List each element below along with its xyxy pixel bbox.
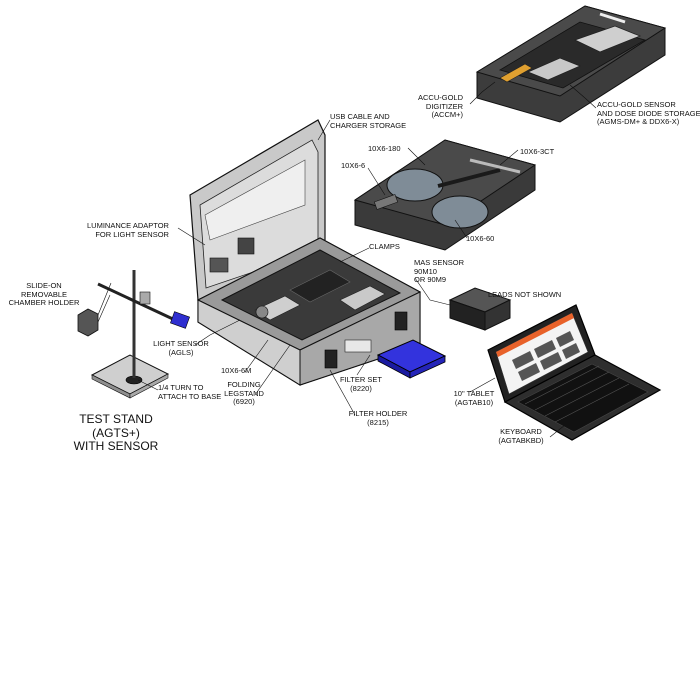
accu-gold-digitizer-label: ACCU-GOLD DIGITIZER (ACCM+) [418, 93, 464, 120]
test-stand-line-1: TEST STAND [79, 412, 153, 426]
chamber-10x6-60-label: 10X6-60 [466, 234, 495, 244]
test-stand [77, 270, 190, 399]
luminance-adaptor-line-2: FOR LIGHT SENSOR [95, 229, 169, 239]
tablet-and-keyboard [487, 304, 662, 441]
sensor-storage-line-3: (AGMS-DM+ & DDX6-X) [597, 117, 680, 126]
test-stand-line-2: (AGTS+) [92, 425, 140, 440]
quarter-turn-line-2: ATTACH TO BASE [158, 391, 222, 401]
test-stand-line-3: WITH SENSOR [73, 439, 159, 453]
leader-lines [97, 81, 597, 438]
sensor-storage-tray [475, 5, 667, 123]
slide-on-holder-line-1: SLIDE-ON [26, 281, 62, 290]
chamber-10x6-6-text: 10X6-6 [341, 161, 366, 170]
usb-storage-line-1: USB CABLE AND [330, 112, 390, 121]
test-stand-title: TEST STAND (AGTS+) WITH SENSOR [66, 412, 166, 454]
sensor-storage-label: ACCU-GOLD SENSOR AND DOSE DIODE STORAGE … [597, 100, 700, 127]
clamps-label: CLAMPS [369, 242, 400, 252]
clamps-text: CLAMPS [369, 242, 400, 251]
tablet-label: 10" TABLET (AGTAB10) [446, 389, 502, 407]
folding-legstand-line-3: (6920) [233, 397, 255, 406]
slide-on-holder-line-3: CHAMBER HOLDER [8, 298, 80, 307]
sensor-storage-line-1: ACCU-GOLD SENSOR [597, 100, 676, 109]
leads-note-text: LEADS NOT SHOWN [488, 290, 562, 299]
usb-storage-line-2: CHARGER STORAGE [330, 120, 407, 130]
quarter-turn-line-1: 1/4 TURN TO [158, 383, 204, 392]
carrying-case [189, 119, 422, 386]
filter-set-label: FILTER SET (8220) [336, 375, 386, 393]
mas-sensor-box [448, 287, 512, 331]
luminance-adaptor-label: LUMINANCE ADAPTOR FOR LIGHT SENSOR [87, 221, 169, 239]
mas-sensor-line-3: OR 90M9 [414, 275, 447, 284]
light-sensor-line-2: (AGLS) [168, 347, 194, 357]
folding-legstand-line-1: FOLDING [227, 380, 261, 389]
tablet-line-2: (AGTAB10) [454, 397, 494, 407]
folding-legstand-line-2: LEGSTAND [224, 388, 264, 398]
keyboard-label: KEYBOARD (AGTABKBD) [488, 427, 554, 445]
mas-sensor-line-1: MAS SENSOR [414, 258, 465, 267]
slide-on-holder-line-2: REMOVABLE [20, 289, 68, 299]
light-sensor-label: LIGHT SENSOR (AGLS) [150, 339, 212, 357]
quarter-turn-label: 1/4 TURN TO ATTACH TO BASE [158, 383, 222, 401]
filter-holder-line-1: FILTER HOLDER [348, 409, 408, 418]
accu-gold-digitizer-line-2: DIGITIZER [425, 101, 464, 111]
keyboard-line-2: (AGTABKBD) [498, 435, 544, 445]
filter-holder-line-2: (8215) [367, 417, 389, 427]
chamber-10x6-180-label: 10X6-180 [368, 144, 401, 154]
leads-note-label: LEADS NOT SHOWN [488, 290, 562, 300]
tablet-line-1: 10" TABLET [453, 389, 495, 398]
chamber-10x6-180-text: 10X6-180 [368, 144, 401, 153]
luminance-adaptor-line-1: LUMINANCE ADAPTOR [87, 221, 169, 230]
chamber-storage-tray [353, 139, 537, 251]
chamber-10x6-6m-text: 10X6-6M [221, 366, 252, 375]
filter-set-line-1: FILTER SET [340, 375, 382, 384]
accu-gold-digitizer-line-3: (ACCM+) [431, 110, 464, 119]
folding-legstand-label: FOLDING LEGSTAND (6920) [222, 380, 266, 407]
usb-storage-label: USB CABLE AND CHARGER STORAGE [330, 112, 407, 130]
chamber-10x6-6-label: 10X6-6 [341, 161, 366, 171]
chamber-10x6-6m-label: 10X6-6M [221, 366, 252, 376]
chamber-10x6-3ct-label: 10X6-3CT [520, 147, 555, 157]
mas-sensor-label: MAS SENSOR 90M10 OR 90M9 [414, 258, 465, 285]
chamber-10x6-60-text: 10X6-60 [466, 234, 495, 243]
filter-holder-label: FILTER HOLDER (8215) [346, 409, 410, 427]
accu-gold-digitizer-line-1: ACCU-GOLD [418, 93, 464, 102]
filter-set-line-2: (8220) [350, 383, 372, 393]
slide-on-holder-label: SLIDE-ON REMOVABLE CHAMBER HOLDER [4, 281, 84, 308]
mas-sensor-line-2: 90M10 [414, 266, 437, 276]
keyboard-line-1: KEYBOARD [500, 427, 542, 436]
light-sensor-line-1: LIGHT SENSOR [153, 339, 209, 348]
chamber-10x6-3ct-text: 10X6-3CT [520, 147, 555, 156]
filter-set [376, 339, 447, 379]
sensor-storage-line-2: AND DOSE DIODE STORAGE [597, 108, 700, 118]
